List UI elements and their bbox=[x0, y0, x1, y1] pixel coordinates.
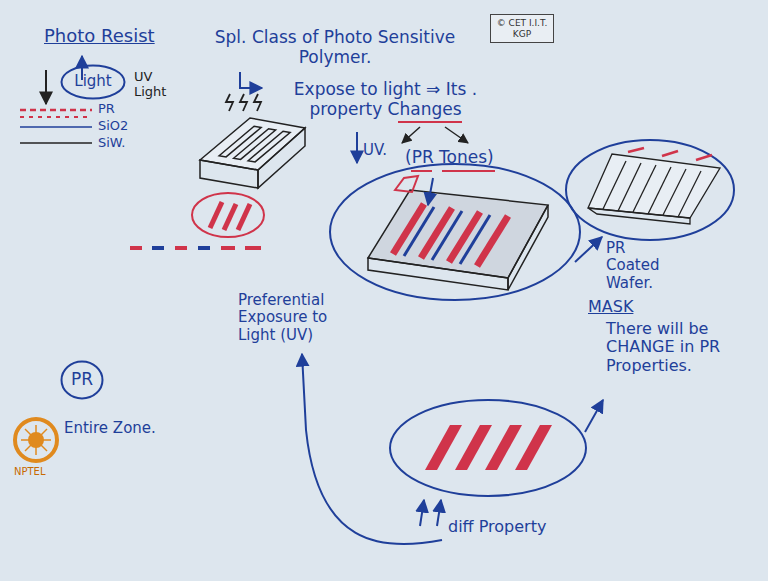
node-body: Light bbox=[74, 73, 111, 90]
pattern-stripes bbox=[210, 202, 250, 230]
note: Preferential Exposure to Light (UV) bbox=[238, 292, 350, 344]
pointer-arrow bbox=[575, 237, 602, 262]
mask-side bbox=[258, 128, 305, 188]
nptel-logo bbox=[15, 419, 57, 461]
mask-front bbox=[200, 160, 258, 188]
wafer-layer bbox=[20, 142, 92, 144]
pattern-ellipse bbox=[390, 400, 586, 496]
bar bbox=[485, 425, 522, 470]
mask-ellipse bbox=[566, 140, 734, 240]
heading: Photo Resist bbox=[44, 26, 155, 47]
uv-ray bbox=[254, 94, 261, 111]
node-text: © CET I.I.T. KGP bbox=[495, 18, 549, 39]
pr-ellipse: PR bbox=[60, 360, 104, 400]
curved-arrow bbox=[302, 354, 442, 544]
pr-layer bbox=[20, 116, 92, 118]
pointer-arrow bbox=[585, 400, 603, 432]
light-circle: Light bbox=[60, 64, 126, 100]
exposed-stripes bbox=[393, 204, 508, 266]
pattern-dashes bbox=[130, 246, 261, 250]
uv-rays bbox=[226, 94, 261, 111]
mask-label: MASK bbox=[588, 298, 633, 316]
ellipse-outline bbox=[62, 66, 125, 99]
stripe bbox=[210, 202, 222, 228]
exposure-ellipse bbox=[330, 164, 580, 300]
stamp-box: © CET I.I.T. KGP bbox=[490, 14, 554, 43]
branch-arrow bbox=[402, 127, 420, 143]
dash bbox=[152, 246, 164, 250]
l-arrow bbox=[240, 72, 262, 88]
layer-label: SiW. bbox=[98, 136, 125, 151]
note: Entire Zone. bbox=[64, 420, 156, 437]
mark bbox=[628, 148, 644, 152]
mask-top bbox=[588, 154, 720, 218]
wafer-front bbox=[368, 258, 508, 290]
tones-label: (PR Tones) bbox=[405, 148, 494, 168]
node-text: PR bbox=[71, 370, 93, 390]
underline bbox=[411, 170, 432, 172]
underline bbox=[398, 121, 462, 123]
up-arrow bbox=[420, 500, 424, 526]
stripe bbox=[238, 204, 250, 230]
layer-label: PR bbox=[98, 102, 115, 117]
uv-ray bbox=[240, 94, 247, 111]
mask-on-wafer bbox=[588, 154, 720, 224]
dash bbox=[245, 246, 261, 250]
wafer-label: PR Coated Wafer. bbox=[606, 240, 678, 292]
note: diff Property bbox=[448, 518, 546, 536]
mask-piece bbox=[395, 176, 418, 192]
note: There will be CHANGE in PR Properties. bbox=[606, 320, 731, 375]
down-arrow bbox=[45, 70, 47, 104]
unexposed-stripes bbox=[404, 207, 490, 264]
mask-front bbox=[588, 208, 690, 224]
dash bbox=[198, 246, 210, 250]
note: Expose to light ⇒ Its . property Changes bbox=[268, 80, 503, 119]
layer-label: SiO2 bbox=[98, 119, 128, 134]
stripe-ellipse bbox=[192, 193, 264, 237]
node-text: Light bbox=[74, 73, 111, 90]
node-body: © CET I.I.T. KGP bbox=[495, 18, 549, 39]
bar bbox=[515, 425, 552, 470]
uv-ray bbox=[226, 94, 233, 111]
spoke bbox=[25, 429, 47, 451]
branch-arrow bbox=[445, 127, 468, 143]
bar bbox=[425, 425, 462, 470]
dash bbox=[175, 246, 187, 250]
uv-arrow bbox=[356, 132, 358, 163]
underline bbox=[442, 170, 495, 172]
stripe bbox=[224, 204, 236, 230]
stripe bbox=[477, 216, 508, 266]
wafer-side bbox=[508, 205, 548, 290]
mask-line bbox=[678, 171, 701, 217]
uv-light-label: UV Light bbox=[134, 70, 174, 100]
ellipse-outline bbox=[62, 362, 103, 399]
pr-layer bbox=[20, 109, 92, 112]
sio2-layer bbox=[20, 126, 92, 128]
pattern-bars bbox=[425, 425, 552, 470]
bar bbox=[455, 425, 492, 470]
dash bbox=[221, 246, 235, 250]
up-arrow bbox=[437, 500, 441, 526]
stripe bbox=[460, 215, 490, 264]
dash bbox=[130, 246, 142, 250]
mask-slot bbox=[248, 131, 290, 162]
stripe bbox=[404, 207, 434, 256]
logo-spokes bbox=[21, 425, 51, 455]
mark bbox=[662, 151, 678, 156]
spoke bbox=[25, 429, 47, 451]
definition: Spl. Class of Photo Sensitive Polymer. bbox=[185, 28, 485, 67]
stripe bbox=[432, 211, 462, 260]
exposed-wafer bbox=[368, 190, 548, 290]
logo-ring bbox=[15, 419, 57, 461]
logo-text: NPTEL bbox=[14, 466, 46, 478]
mask-block bbox=[200, 118, 305, 188]
mark bbox=[696, 155, 712, 160]
uv-arrow bbox=[428, 178, 433, 205]
node-body: PR bbox=[71, 370, 93, 390]
uv-label: UV. bbox=[363, 142, 387, 159]
mask-marks bbox=[628, 148, 712, 160]
